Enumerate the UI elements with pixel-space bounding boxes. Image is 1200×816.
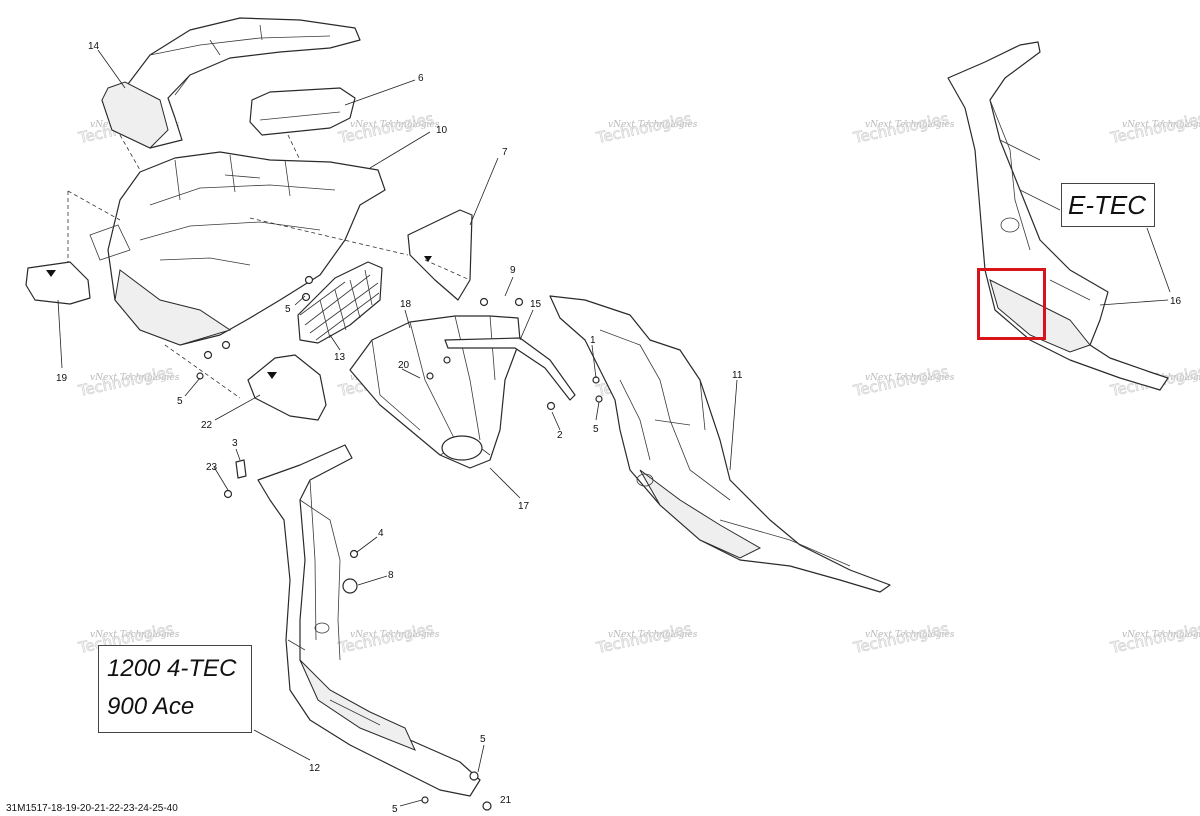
part-7-panel (407, 209, 473, 301)
part-22-panel (247, 354, 327, 421)
callout-20: 20 (398, 360, 410, 371)
part-19-side-panel (25, 261, 91, 305)
callout-15: 15 (530, 299, 542, 310)
svg-text:Technologies: Technologies (851, 109, 950, 147)
callout-5: 5 (392, 804, 398, 815)
callout-6: 6 (418, 73, 424, 84)
svg-text:vNext Technologies: vNext Technologies (865, 630, 955, 640)
part-10-console (89, 151, 386, 346)
part-18-frame (349, 315, 576, 469)
callout-8: 8 (388, 570, 394, 581)
callout-11: 11 (732, 370, 743, 381)
model-label-etec: E-TEC (1061, 183, 1155, 227)
part-16-side-panel (947, 41, 1169, 391)
svg-text:vNext Technologies: vNext Technologies (1122, 630, 1200, 640)
callout-9: 9 (510, 265, 516, 276)
callout-1: 1 (590, 335, 596, 346)
callout-22: 22 (201, 420, 213, 431)
svg-text:vNext Technologies: vNext Technologies (90, 373, 180, 383)
leader-lines (57, 49, 1171, 807)
callout-19: 19 (56, 373, 68, 384)
part-13-grille (297, 261, 383, 344)
model-label-4tec-line1: 1200 4-TEC (107, 655, 237, 682)
svg-text:vNext Technologies: vNext Technologies (90, 630, 180, 640)
model-label-etec-text: E-TEC (1068, 190, 1146, 220)
callout-18: 18 (400, 299, 412, 310)
part-6-panel (249, 87, 356, 136)
callout-labels: 14 6 10 7 19 9 15 18 5 13 20 1 11 22 2 5… (56, 41, 1182, 815)
part-14-upper-panel (101, 17, 361, 149)
part-11-side-panel (549, 295, 891, 593)
callout-3: 3 (232, 438, 238, 449)
highlight-box (977, 268, 1046, 340)
model-label-4tec-line2: 900 Ace (107, 693, 195, 720)
svg-text:vNext Technologies: vNext Technologies (1122, 120, 1200, 130)
model-label-4tec: 1200 4-TEC 900 Ace (98, 645, 252, 733)
svg-text:vNext Technologies: vNext Technologies (608, 120, 698, 130)
callout-5: 5 (285, 304, 291, 315)
diagram-reference-code: 31M1517-18-19-20-21-22-23-24-25-40 (6, 803, 178, 814)
svg-text:vNext Technologies: vNext Technologies (865, 373, 955, 383)
callout-12: 12 (309, 763, 321, 774)
callout-16: 16 (1170, 296, 1182, 307)
callout-5: 5 (177, 396, 183, 407)
callout-2: 2 (557, 430, 563, 441)
callout-4: 4 (378, 528, 384, 539)
callout-5: 5 (480, 734, 486, 745)
callout-14: 14 (88, 41, 100, 52)
assembly-lines (67, 134, 471, 399)
callout-7: 7 (502, 147, 508, 158)
callout-10: 10 (436, 125, 448, 136)
callout-21: 21 (500, 795, 512, 806)
svg-text:Technologies: Technologies (594, 109, 693, 147)
svg-text:Technologies: Technologies (336, 619, 435, 657)
fasteners (196, 275, 603, 811)
svg-text:Technologies: Technologies (1108, 109, 1200, 147)
callout-5: 5 (593, 424, 599, 435)
svg-text:Technologies: Technologies (76, 362, 175, 400)
svg-text:Technologies: Technologies (851, 619, 950, 657)
svg-text:Technologies: Technologies (851, 362, 950, 400)
svg-text:vNext Technologies: vNext Technologies (608, 630, 698, 640)
svg-text:Technologies: Technologies (1108, 619, 1200, 657)
part-12-side-panel (257, 444, 481, 797)
callout-23: 23 (206, 462, 218, 473)
callout-17: 17 (518, 501, 530, 512)
svg-text:Technologies: Technologies (594, 619, 693, 657)
svg-text:vNext Technologies: vNext Technologies (350, 630, 440, 640)
svg-text:vNext Technologies: vNext Technologies (350, 120, 440, 130)
svg-text:vNext Technologies: vNext Technologies (865, 120, 955, 130)
callout-13: 13 (334, 352, 346, 363)
